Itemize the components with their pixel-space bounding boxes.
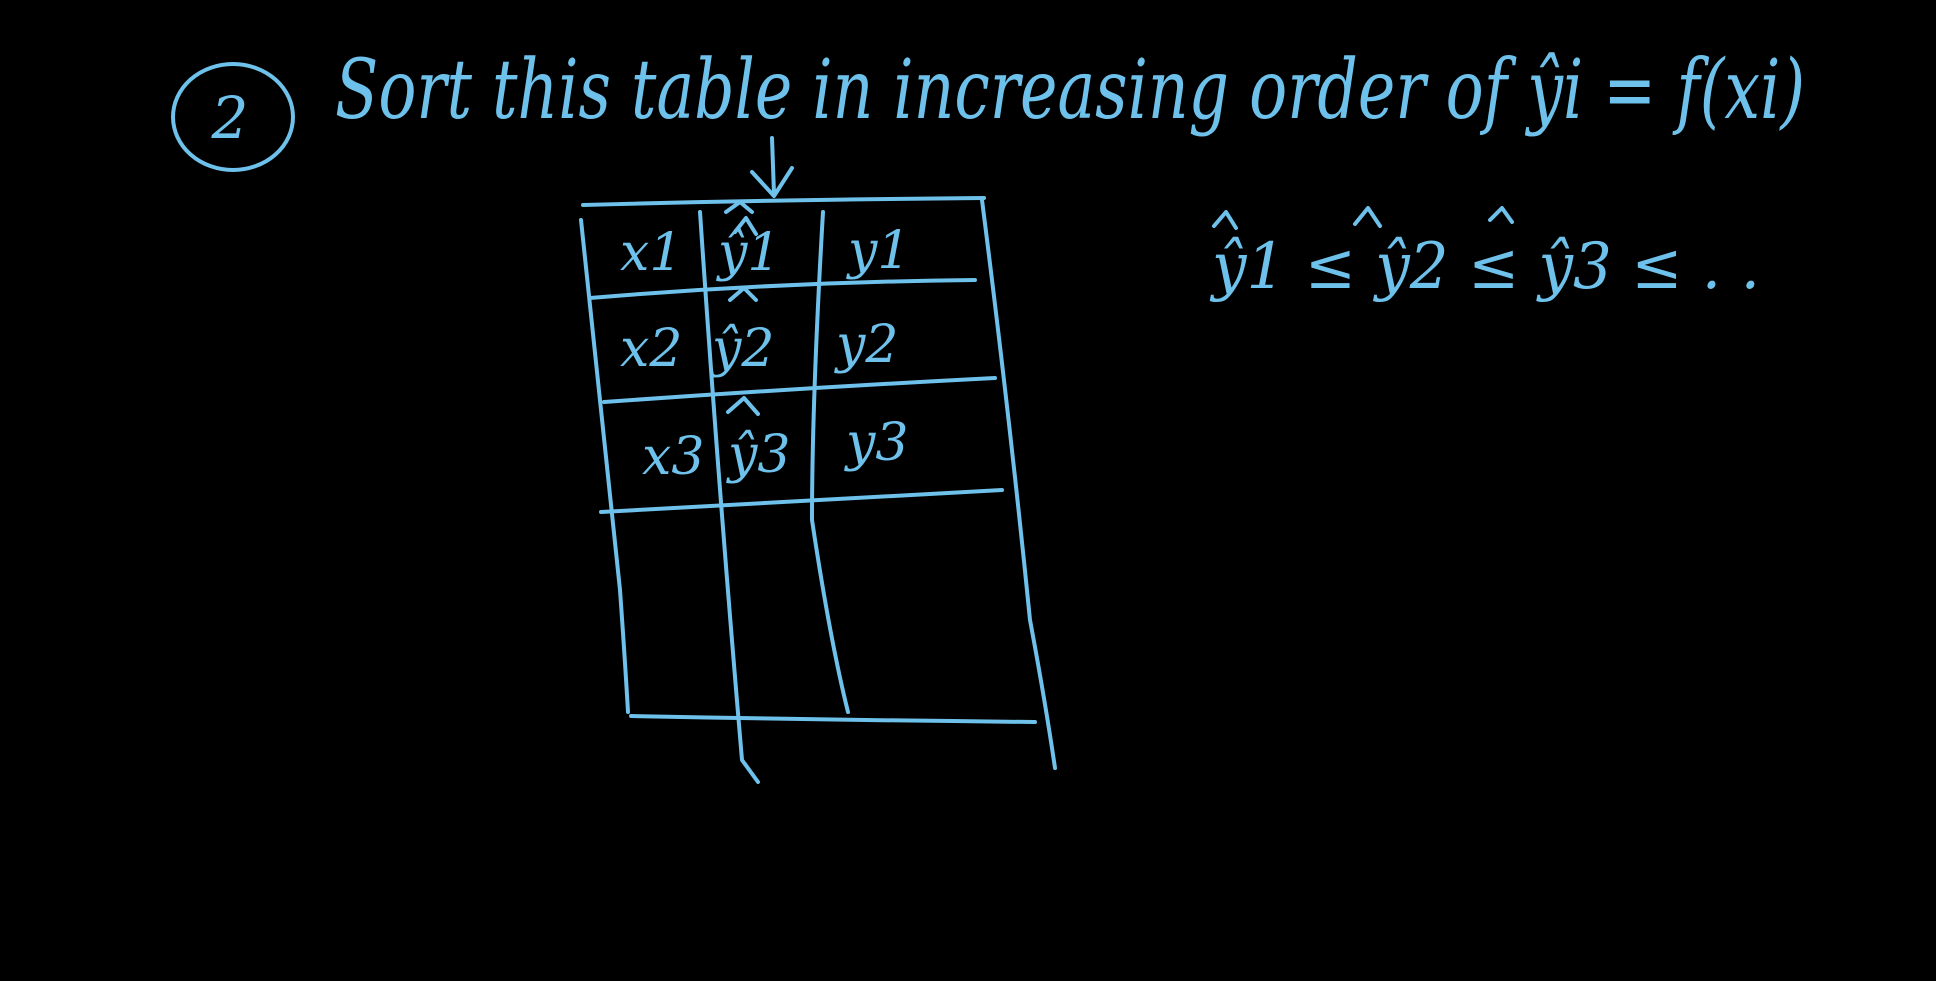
column-separator-1 [698,210,760,784]
inequality-hat-3 [1488,206,1514,224]
row-separator-1 [588,278,977,300]
sort-column-arrow [750,136,794,198]
hat-mark-row-3 [726,396,760,416]
row-separator-3 [599,488,1004,514]
inequality-chain: ŷ1 ≤ ŷ2 ≤ ŷ3 ≤ . . [1209,230,1760,304]
row-separator-2 [602,376,997,404]
inequality-hat-1 [1212,210,1238,230]
table-left-border [579,218,630,714]
hat-mark-row-2 [728,286,758,302]
heading-text: Sort this table in increasing order of ŷ… [335,43,1805,138]
table-cell: ŷ3 [726,425,790,485]
table-right-border [980,198,1057,770]
circled-number: 2 [211,84,249,152]
table-cell: ŷ2 [710,319,774,379]
hat-mark-row-1 [724,200,758,236]
table-top-border [581,196,986,207]
table-cell: ŷ1 [716,223,780,283]
table-cell: y1 [846,221,910,281]
inequality-hat-2 [1353,206,1382,228]
column-separator-2 [810,210,850,714]
table-cell: x2 [620,319,682,379]
circled-number-ring [171,62,295,172]
table-cell: y3 [844,413,908,473]
table-bottom-border [629,714,1037,724]
table-rows: x1 ŷ1 y1 x2 ŷ2 y2 x3 ŷ3 y3 [620,221,910,487]
table-cell: x3 [642,427,704,487]
table-cell: x1 [620,223,682,283]
table-cell: y2 [834,315,898,375]
